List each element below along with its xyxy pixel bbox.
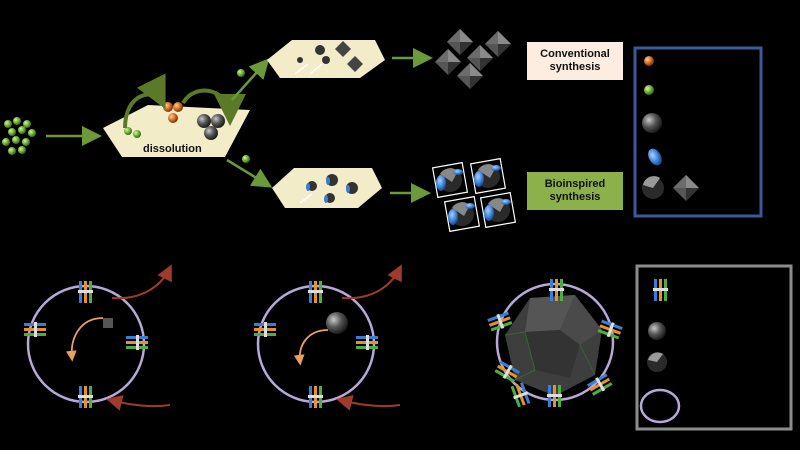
dissolution-plate bbox=[103, 102, 250, 157]
bioinspired-synthesis-label: Bioinspired synthesis bbox=[527, 172, 623, 210]
free-ion bbox=[237, 69, 245, 77]
free-ion bbox=[242, 155, 250, 163]
vesicle-1 bbox=[24, 264, 172, 411]
dissolution-label: dissolution bbox=[143, 143, 202, 155]
encapsulated-crystal bbox=[486, 279, 624, 408]
legend-top bbox=[633, 46, 763, 218]
conventional-synthesis-label: Conventional synthesis bbox=[527, 42, 623, 80]
conventional-plate bbox=[267, 40, 385, 78]
bioinspired-plate bbox=[272, 168, 382, 208]
octahedral-crystals bbox=[435, 29, 511, 89]
vesicle-2 bbox=[254, 264, 402, 411]
dissolution-curve-right bbox=[181, 88, 246, 126]
bioinspired-crystals bbox=[432, 158, 516, 232]
arrow-to-bioinspired-plate bbox=[226, 158, 273, 188]
arrow-to-conventional-plate bbox=[231, 58, 270, 101]
dissolution-curve-left bbox=[123, 73, 166, 129]
ion-cluster-input bbox=[2, 117, 36, 155]
legend-bottom bbox=[635, 264, 793, 431]
